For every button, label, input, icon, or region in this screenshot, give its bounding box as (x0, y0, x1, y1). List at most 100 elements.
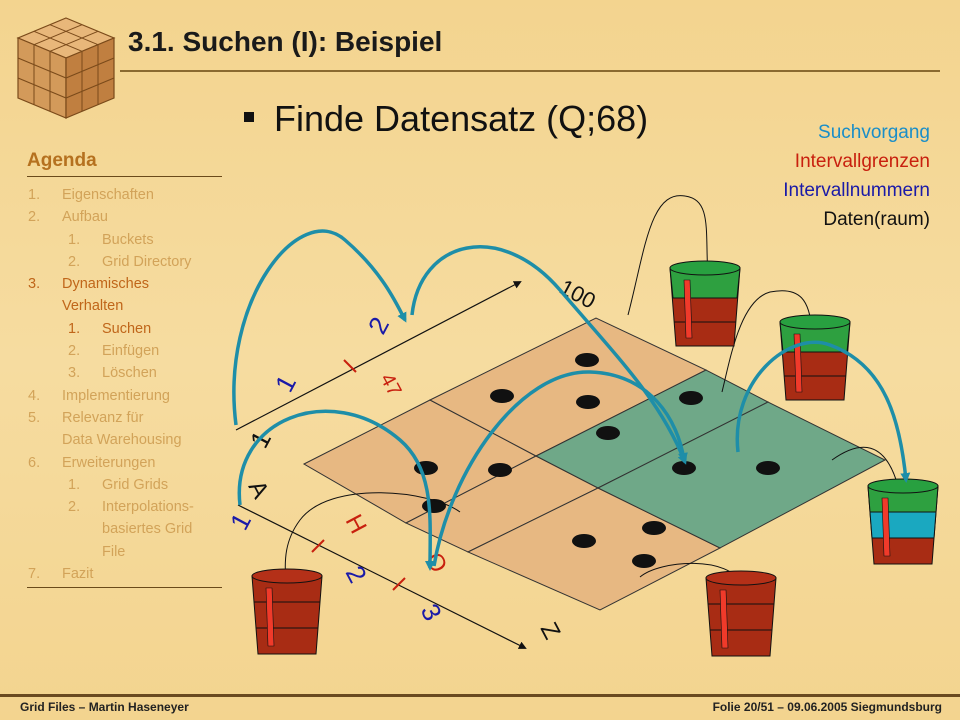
interval-alpha-3-label: 3 (415, 599, 448, 626)
agenda-item[interactable]: 1. Grid Grids (28, 474, 228, 496)
agenda-item[interactable]: 7.Fazit (28, 563, 228, 585)
agenda-item-label: Buckets (102, 231, 154, 248)
agenda-item[interactable]: 3. Löschen (28, 362, 228, 384)
record-dot (575, 353, 599, 367)
agenda-item-number: 1. (68, 476, 81, 493)
agenda-item-label: Grid Grids (102, 476, 169, 493)
agenda-item-label: Fazit (62, 566, 94, 583)
legend-intervallgrenzen: Intervallgrenzen (794, 151, 930, 172)
search-arrow (410, 245, 688, 465)
legend-datenraum: Daten(raum) (823, 209, 930, 230)
agenda-item-number: 1. (28, 187, 41, 203)
bucket-3 (867, 478, 939, 565)
agenda-item[interactable]: 1. Buckets (28, 229, 228, 251)
agenda-item[interactable]: 1. Suchen (28, 318, 228, 340)
grid-file-diagram: 1 100 47 1 2 A Z H O 1 2 3 (224, 195, 939, 657)
axis-numeric (235, 281, 522, 431)
agenda-item[interactable]: 5. Relevanz für (28, 407, 228, 429)
agenda-item-label: File (102, 543, 126, 560)
cell-c2 (596, 401, 887, 549)
legend-suchvorgang: Suchvorgang (818, 122, 930, 143)
agenda-item-number: 1. (68, 231, 81, 248)
tick-o (392, 577, 406, 591)
agenda-item[interactable]: File (28, 541, 228, 563)
agenda-item[interactable]: Data Warehousing (28, 429, 228, 451)
agenda-item[interactable]: 2. Einfügen (28, 340, 228, 362)
search-arrow (237, 409, 436, 571)
agenda-item-number: 1. (68, 320, 81, 337)
footer-divider (0, 694, 960, 697)
record-dot (642, 521, 666, 535)
record-dot (596, 426, 620, 440)
cube-logo-icon (16, 17, 116, 119)
pointer-line (831, 446, 901, 488)
interval-alpha-2-label: 2 (340, 561, 373, 588)
agenda-item-label: Dynamisches (62, 276, 150, 293)
bucket-2 (779, 314, 851, 401)
record-dot (632, 554, 656, 568)
agenda-item[interactable]: 2. Interpolations- (28, 496, 228, 518)
agenda-item[interactable]: 3.Dynamisches (28, 273, 228, 295)
interval-num-1-label: 1 (269, 370, 302, 397)
agenda-item-label: Suchen (102, 320, 152, 337)
boundary-47-label: 47 (376, 370, 406, 400)
search-arrow (432, 370, 688, 567)
agenda-item[interactable]: Verhalten (28, 295, 228, 317)
record-dot (756, 461, 780, 475)
agenda-item-label: Aufbau (62, 209, 108, 226)
tick-h (311, 539, 325, 553)
bullet-text: Finde Datensatz (Q;68) (274, 98, 649, 139)
agenda-item-label: Data Warehousing (62, 432, 182, 449)
axis-alpha (237, 504, 527, 649)
agenda-item-label: Interpolations- (102, 499, 194, 516)
agenda-item[interactable]: 2.Grid Directory (28, 251, 228, 273)
boundary-h-label: H (340, 510, 372, 538)
pointer-line (627, 195, 712, 316)
agenda-divider-top (27, 176, 222, 177)
agenda-list: 1. Eigenschaften 2. Aufbau 1. Buckets 2.Grid D… (28, 184, 228, 585)
agenda-item-number: 2. (68, 253, 81, 270)
agenda-item-label: Eigenschaften (62, 187, 154, 203)
axis-alpha-start-label: A (243, 476, 274, 503)
agenda-item-label: basiertes Grid (102, 521, 193, 538)
bucket-4 (251, 568, 323, 655)
main-bullet: Finde Datensatz (Q;68) (244, 98, 648, 140)
slide-title: 3.1. Suchen (I): Beispiel (128, 26, 443, 57)
axis-alpha-end-label: Z (535, 618, 566, 644)
legend: Suchvorgang Intervallgrenzen Intervallnu… (783, 118, 930, 234)
title-divider (120, 70, 940, 72)
agenda-item-number: 2. (28, 209, 41, 226)
bucket-1 (669, 260, 741, 347)
pointer-line (721, 290, 816, 393)
footer-right: Folie 20/51 – 09.06.2005 Siegmundsburg (712, 700, 942, 714)
agenda-item[interactable]: 4. Implementierung (28, 385, 228, 407)
agenda-item-label: Einfügen (102, 343, 160, 360)
agenda-item[interactable]: basiertes Grid (28, 518, 228, 540)
agenda-item-label: Relevanz für (62, 409, 144, 426)
agenda-item-number: 5. (28, 409, 41, 426)
pointer-line (281, 492, 461, 584)
agenda-item[interactable]: 1. Eigenschaften (28, 184, 228, 206)
record-dot-target (672, 461, 696, 475)
legend-intervallnummern: Intervallnummern (783, 180, 930, 201)
agenda-item-label: Implementierung (62, 387, 170, 404)
bucket-5 (705, 570, 777, 657)
agenda-item-number: 6. (28, 454, 41, 471)
record-dot (576, 395, 600, 409)
interval-num-2-label: 2 (362, 312, 395, 339)
agenda-item-number: 2. (68, 343, 81, 360)
record-dot (572, 534, 596, 548)
agenda-item[interactable]: 6. Erweiterungen (28, 452, 228, 474)
agenda-item-number: 4. (28, 387, 41, 404)
agenda-item[interactable]: 2. Aufbau (28, 206, 228, 228)
agenda-item-label: Erweiterungen (62, 454, 156, 471)
search-arrow (735, 340, 911, 483)
agenda-item-label: Löschen (102, 365, 157, 382)
agenda-divider-bottom (27, 587, 222, 588)
record-dot (490, 389, 514, 403)
record-dot (488, 463, 512, 477)
agenda-item-number: 3. (68, 365, 81, 382)
bullet-square-icon (244, 112, 254, 123)
agenda-item-number: 2. (68, 499, 81, 516)
